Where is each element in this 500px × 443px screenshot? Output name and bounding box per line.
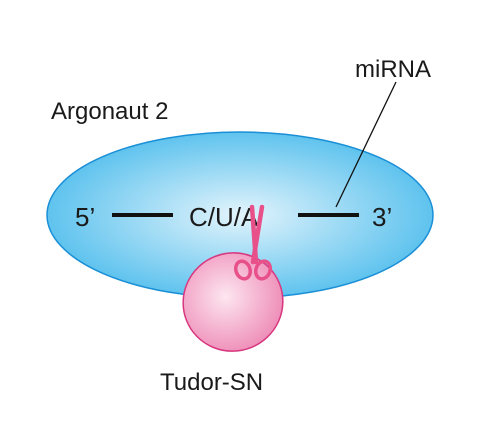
three-prime-end-label: 3’ [372,202,392,232]
cleavage-site-label: C/U/A [189,202,259,232]
mirna-label: miRNA [355,56,431,83]
argonaut-2-label: Argonaut 2 [51,98,168,125]
tudor-sn-label: Tudor-SN [160,369,263,396]
mirna-pointer-line [335,81,397,208]
scissors-icon [233,204,273,281]
five-prime-end-label: 5’ [75,202,95,232]
